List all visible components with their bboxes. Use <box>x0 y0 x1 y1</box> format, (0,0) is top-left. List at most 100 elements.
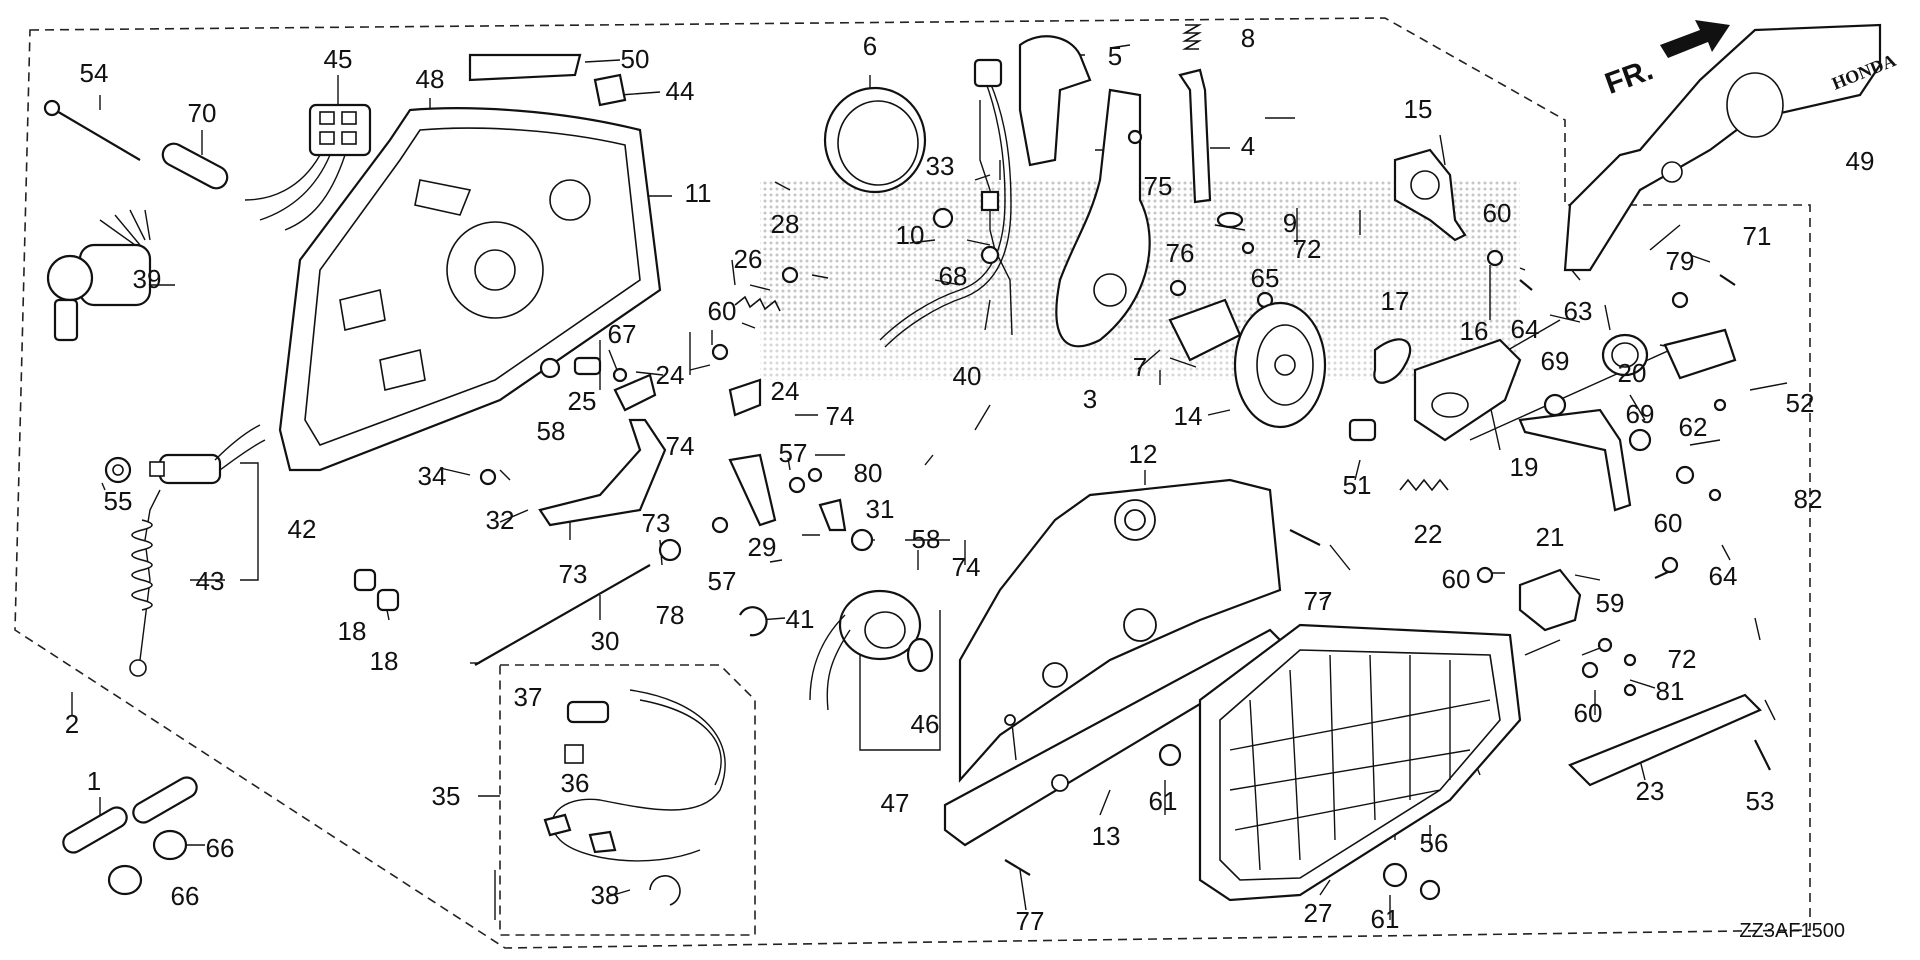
callout-38: 38 <box>591 880 620 910</box>
pin-25 <box>573 356 602 376</box>
callout-72a: 72 <box>1293 234 1322 264</box>
callout-37: 37 <box>514 682 543 712</box>
callout-13: 13 <box>1092 821 1121 851</box>
callout-60c: 60 <box>1654 508 1683 538</box>
kill-switch-42 <box>129 424 266 677</box>
lever-19 <box>1518 408 1632 512</box>
callout-25: 25 <box>568 386 597 416</box>
motor-47 <box>809 589 934 711</box>
side-plate-12 <box>958 478 1282 783</box>
callout-78: 78 <box>656 600 685 630</box>
callout-53: 53 <box>1746 786 1775 816</box>
callout-60b: 60 <box>1483 198 1512 228</box>
callout-20: 20 <box>1618 358 1647 388</box>
switch-21 <box>1518 568 1582 632</box>
callout-55: 55 <box>104 486 133 516</box>
callout-35: 35 <box>432 781 461 811</box>
callout-24b: 24 <box>771 376 800 406</box>
tube-1 <box>62 776 198 896</box>
callout-80: 80 <box>854 458 883 488</box>
callout-29: 29 <box>748 532 777 562</box>
callout-15: 15 <box>1404 94 1433 124</box>
callout-43: 43 <box>196 566 225 596</box>
callout-8: 8 <box>1241 23 1255 53</box>
callout-30: 30 <box>591 626 620 656</box>
callout-70: 70 <box>188 98 217 128</box>
callout-76: 76 <box>1166 238 1195 268</box>
washer-58 <box>539 357 561 379</box>
disc-14 <box>1233 301 1327 429</box>
callout-23: 23 <box>1636 776 1665 806</box>
callout-45: 45 <box>324 44 353 74</box>
spring-26 <box>734 295 781 312</box>
callout-50: 50 <box>621 44 650 74</box>
callout-26: 26 <box>734 244 763 274</box>
callout-24a: 24 <box>656 360 685 390</box>
harness-40 <box>879 58 1012 348</box>
callout-81: 81 <box>1656 676 1685 706</box>
front-label: FR. <box>1601 53 1658 101</box>
bar-23 <box>1568 693 1762 787</box>
callout-2: 2 <box>65 709 79 739</box>
arm-29 <box>728 453 777 527</box>
cover-49 <box>1563 23 1882 272</box>
callout-63: 63 <box>1564 296 1593 326</box>
callout-67: 67 <box>608 319 637 349</box>
callout-66a: 66 <box>206 833 235 863</box>
callout-60d: 60 <box>1442 564 1471 594</box>
callout-62: 62 <box>1679 412 1708 442</box>
parts-drawings <box>43 20 1882 906</box>
callout-28: 28 <box>771 209 800 239</box>
callout-73a: 73 <box>642 508 671 538</box>
callout-40: 40 <box>953 361 982 391</box>
callout-74b: 74 <box>826 401 855 431</box>
callout-18a: 18 <box>338 616 367 646</box>
callout-69a: 69 <box>1541 346 1570 376</box>
callout-17: 17 <box>1381 286 1410 316</box>
callout-74a: 74 <box>666 431 695 461</box>
diagram-code: ZZ3AF1500 <box>1739 920 1845 942</box>
callout-39: 39 <box>133 264 162 294</box>
callout-9: 9 <box>1283 208 1297 238</box>
callout-58a: 58 <box>537 416 566 446</box>
callout-10: 10 <box>896 220 925 250</box>
strip-50 <box>468 53 582 82</box>
assembly-outline <box>14 17 1811 949</box>
callout-61b: 61 <box>1371 904 1400 934</box>
callout-68: 68 <box>939 261 968 291</box>
lever-3 <box>1055 88 1151 348</box>
callout-72b: 72 <box>1668 644 1697 674</box>
callout-48: 48 <box>416 64 445 94</box>
callout-57b: 57 <box>708 566 737 596</box>
callout-66b: 66 <box>171 881 200 911</box>
callout-4: 4 <box>1241 131 1255 161</box>
callout-51: 51 <box>1343 470 1372 500</box>
callout-1: 1 <box>87 766 101 796</box>
callout-7: 7 <box>1133 352 1147 382</box>
callout-3: 3 <box>1083 384 1097 414</box>
link-32 <box>538 418 667 527</box>
clip-17 <box>1373 338 1412 384</box>
callout-6: 6 <box>863 31 877 61</box>
callout-64a: 64 <box>1511 314 1540 344</box>
block-20 <box>1663 328 1737 380</box>
callout-19: 19 <box>1510 452 1539 482</box>
callout-47: 47 <box>881 788 910 818</box>
callout-61a: 61 <box>1149 786 1178 816</box>
clip-18a <box>353 568 377 592</box>
callout-60e: 60 <box>1574 698 1603 728</box>
callout-21: 21 <box>1536 522 1565 552</box>
callout-41: 41 <box>786 604 815 634</box>
sleeve-70 <box>161 142 229 190</box>
ignition-switch-39 <box>46 209 152 342</box>
callout-58b: 58 <box>912 524 941 554</box>
callout-11: 11 <box>685 178 712 208</box>
callout-14: 14 <box>1174 401 1203 431</box>
callout-77b: 77 <box>1016 906 1045 936</box>
callout-64b: 64 <box>1709 561 1738 591</box>
bracket-24a <box>613 373 657 412</box>
callout-59: 59 <box>1596 588 1625 618</box>
callout-82: 82 <box>1794 484 1823 514</box>
bar-13 <box>943 628 1292 847</box>
